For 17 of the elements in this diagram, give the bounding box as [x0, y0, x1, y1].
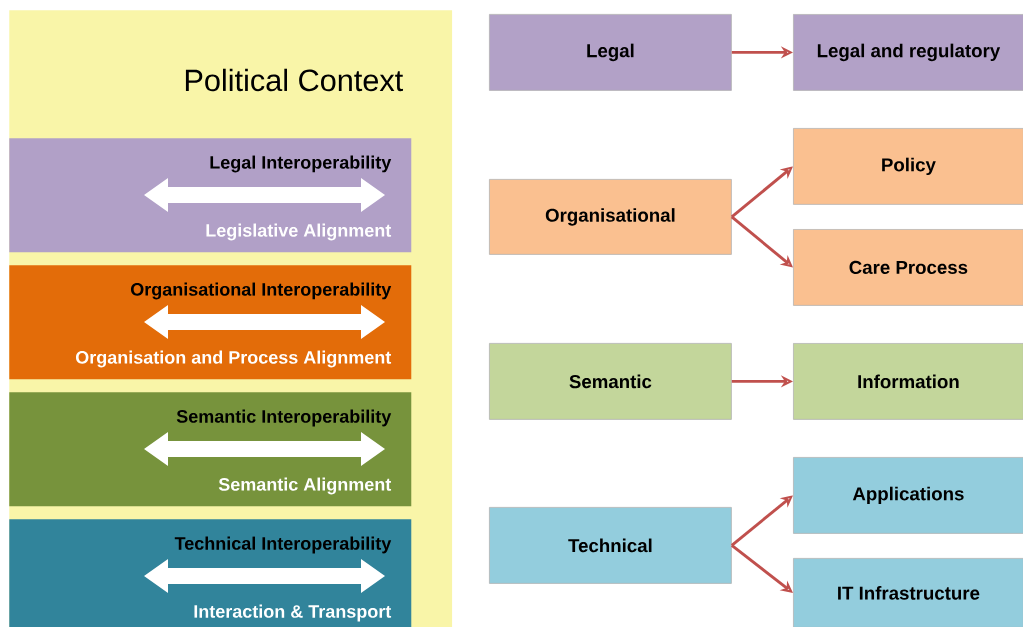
layer-band: Legal Interoperability Legislative Alignment: [9, 138, 412, 253]
layer-band: Semantic Interoperability Semantic Alignment: [9, 392, 412, 507]
category-box: Technical: [489, 507, 732, 584]
category-box: IT Infrastructure: [793, 558, 1023, 627]
arrow: [730, 166, 793, 219]
category-box: Information: [793, 343, 1023, 420]
layer-band: Technical Interoperability Interaction & Transport: [9, 519, 412, 627]
category-box: Semantic: [489, 343, 732, 420]
category-box: Applications: [793, 457, 1023, 534]
arrow: [730, 544, 793, 593]
layer-band: Organisational Interoperability Organisation and Process Alignment: [9, 265, 412, 380]
category-box: Legal and regulatory: [793, 14, 1023, 91]
category-box: Legal: [489, 14, 732, 91]
category-box: Policy: [793, 128, 1023, 205]
arrow: [730, 495, 793, 547]
category-box: Care Process: [793, 229, 1023, 306]
category-box: Organisational: [489, 179, 732, 255]
